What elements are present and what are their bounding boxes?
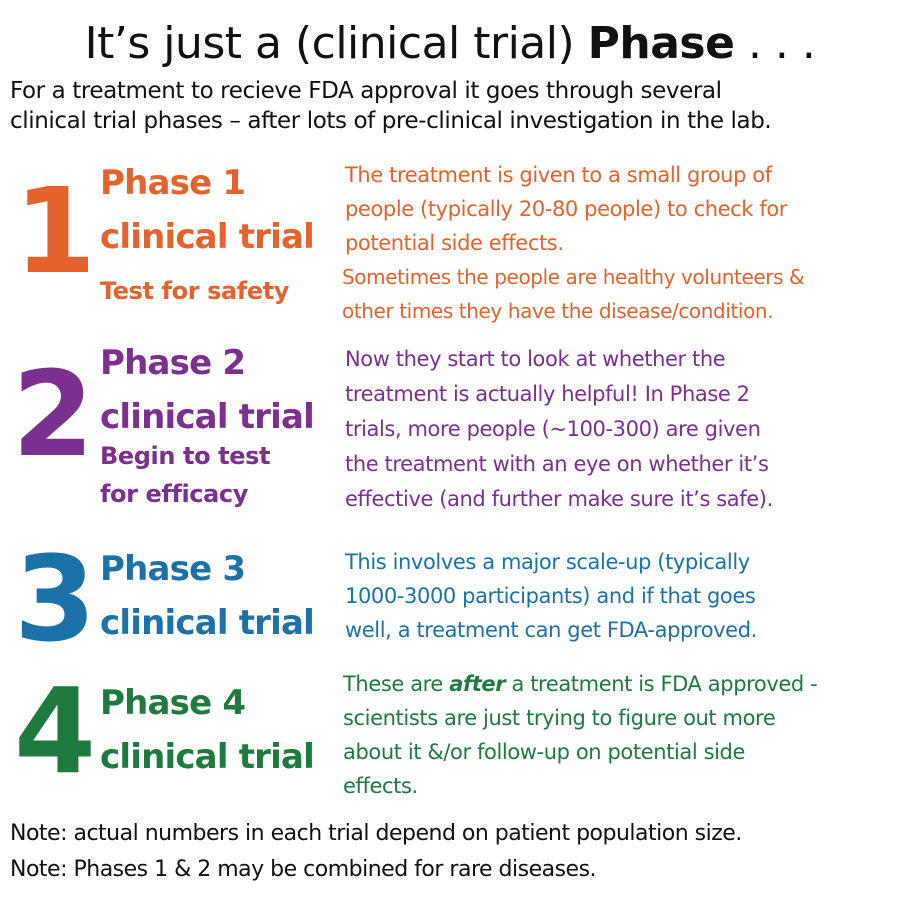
phase-number: 2 [12,345,94,483]
phase-number: 3 [14,530,96,668]
intro-paragraph: For a treatment to recieve FDA approval … [10,76,772,136]
phase-description-extra: Sometimes the people are healthy volunte… [342,260,805,328]
notes: Note: actual numbers in each trial depen… [10,816,742,888]
phase-description: This involves a major scale-up (typicall… [345,545,757,647]
description-line: treatment is actually helpful! In Phase … [345,382,750,406]
phase-name: Phase 3 clinical trial [100,542,315,650]
description-line: the treatment with an eye on whether it’… [345,452,769,476]
description-line: potential side effects. [345,231,564,255]
phase-name-line: clinical trial [100,397,315,437]
phase-name-line: clinical trial [100,603,315,643]
phase-name: Phase 4 clinical trial [100,676,315,784]
description-line: well, a treatment can get FDA-approved. [345,618,757,642]
phase-name-line: Phase 4 [100,683,246,723]
description-text: a treatment is FDA approved - [505,672,818,696]
phase-description: The treatment is given to a small group … [345,158,787,260]
description-emphasis: after [449,672,506,696]
description-line: other times they have the disease/condit… [342,299,774,323]
intro-line: For a treatment to recieve FDA approval … [10,78,722,104]
title-text: It’s just a (clinical trial) [84,18,588,69]
phase-name-line: clinical trial [100,737,315,777]
description-line: 1000-3000 participants) and if that goes [345,584,756,608]
phase-name: Phase 1 clinical trial [100,156,315,264]
phase-name-line: clinical trial [100,217,315,257]
phase-goal: Begin to test for efficacy [100,437,270,513]
title-ellipsis: . . . [734,18,816,69]
phase-number: 4 [14,662,96,800]
description-line: people (typically 20-80 people) to check… [345,197,788,221]
description-line: scientists are just trying to figure out… [343,706,776,730]
note-line: Note: Phases 1 & 2 may be combined for r… [10,857,597,882]
title-emphasis: Phase [587,18,735,69]
description-line: Sometimes the people are healthy volunte… [342,265,805,289]
description-text: These are [343,672,450,696]
intro-line: clinical trial phases – after lots of pr… [10,108,772,134]
phase-description: Now they start to look at whether the tr… [345,342,773,517]
phase-name-line: Phase 3 [100,549,246,589]
description-line: effective (and further make sure it’s sa… [345,487,773,511]
phase-goal-line: Begin to test [100,442,271,470]
phase-goal-line: for efficacy [100,480,249,508]
description-line: about it &/or follow-up on potential sid… [343,740,745,764]
phase-description: These are after a treatment is FDA appro… [343,667,818,803]
phase-name: Phase 2 clinical trial [100,336,315,444]
description-line: trials, more people (~100-300) are given [345,417,761,441]
page-title: It’s just a (clinical trial) Phase . . . [0,16,900,72]
note-line: Note: actual numbers in each trial depen… [10,821,742,846]
description-line: These are after a treatment is FDA appro… [343,667,818,701]
description-line: This involves a major scale-up (typicall… [345,550,750,574]
description-line: The treatment is given to a small group … [345,163,772,187]
phase-number: 1 [14,162,96,300]
description-line: Now they start to look at whether the [345,347,726,371]
phase-name-line: Phase 2 [100,343,246,383]
description-line: effects. [343,774,418,798]
phase-goal: Test for safety [100,277,290,305]
phase-name-line: Phase 1 [100,163,246,203]
